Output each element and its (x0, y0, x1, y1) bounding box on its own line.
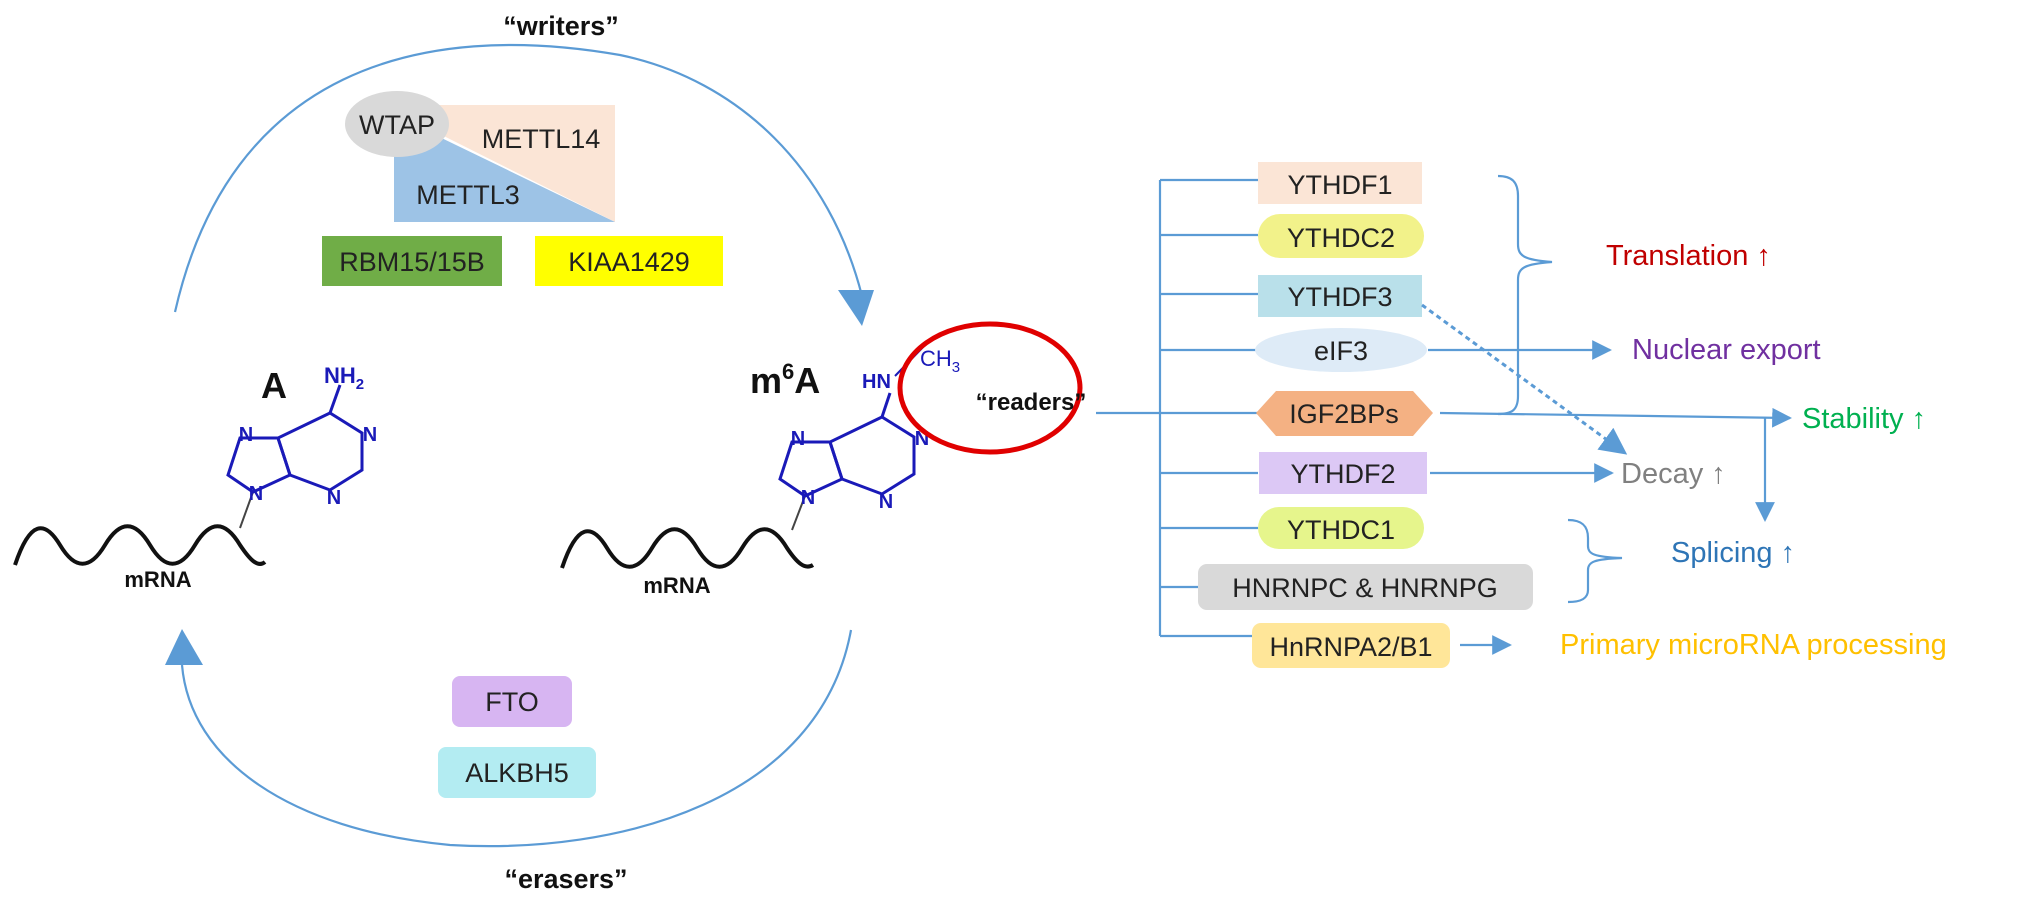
reader-ythdf2 (1259, 452, 1427, 494)
outcome-translation: Translation ↑ (1606, 240, 1771, 272)
n-atom-m2: N (801, 487, 815, 509)
adenosine-molecule: A NH2 N N N N mRNA (13, 363, 377, 592)
translation-bracket (1497, 174, 1553, 416)
rbm15-box (322, 236, 502, 286)
amino-bond-m6a (880, 392, 892, 418)
purine-six-ring-a (276, 411, 364, 492)
mrna-label-m6a: mRNA (643, 573, 710, 598)
reader-ythdc2 (1258, 214, 1424, 258)
alkbh5-box (438, 747, 596, 798)
outcome-primary-microrna: Primary microRNA processing (1560, 629, 1947, 661)
reader-connectors (1096, 178, 1258, 638)
outcomes-group: Translation ↑ Nuclear export Stability ↑… (1560, 240, 1947, 661)
arrow-ythdf3-decay (1421, 303, 1628, 455)
ribose-link-m6a (791, 495, 806, 531)
mettl14-label: METTL14 (482, 124, 601, 154)
arrow-stability (1439, 407, 1792, 428)
mrna-label-a: mRNA (124, 567, 191, 592)
m6a-label: m6A (750, 359, 820, 401)
outcome-nuclear-export: Nuclear export (1632, 334, 1821, 366)
ch3-main: CH (920, 346, 952, 371)
wtap-label: WTAP (359, 110, 435, 140)
amino-bond-a (328, 384, 342, 414)
purine-five-ring-m6a (778, 440, 844, 498)
nh2-sub: 2 (356, 376, 364, 393)
writers-complex: WTAP METTL14 METTL3 RBM15/15B KIAA1429 (322, 91, 723, 286)
reader-ythdc1 (1258, 507, 1424, 549)
nh2-main: NH (324, 363, 356, 388)
erasers-arc (165, 629, 853, 848)
n-atom-a3: N (363, 424, 377, 446)
erasers-arrowhead (165, 629, 203, 665)
kiaa1429-box (535, 236, 723, 286)
writers-arc (173, 43, 874, 326)
fto-box (452, 676, 572, 727)
wtap-shape (345, 91, 449, 157)
alkbh5-label: ALKBH5 (465, 758, 569, 788)
ch3-label: CH3 (920, 346, 960, 376)
splicing-bracket (1567, 518, 1623, 604)
ribose-link-a (239, 491, 254, 529)
n-atom-a4: N (327, 487, 341, 509)
n-atom-a1: N (239, 424, 253, 446)
reader-hnrnpa2b1 (1252, 623, 1450, 668)
erasers-group: FTO ALKBH5 (438, 676, 596, 798)
a-label: A (261, 365, 287, 406)
reader-ythdf1-label: YTHDF1 (1287, 170, 1392, 200)
reader-igf2bps-label: IGF2BPs (1289, 399, 1399, 429)
writers-arrowhead (838, 290, 874, 326)
reader-hnrnpc-hnrnpg-label: HNRNPC & HNRNPG (1232, 573, 1498, 603)
reader-ythdf2-label: YTHDF2 (1290, 459, 1395, 489)
outcome-decay: Decay ↑ (1621, 458, 1726, 490)
outcome-arrows (1421, 303, 1792, 655)
reader-igf2bps (1256, 391, 1433, 436)
brackets (1497, 174, 1623, 604)
n-atom-m4: N (879, 491, 893, 513)
rbm15-label: RBM15/15B (339, 247, 485, 277)
fto-label: FTO (485, 687, 539, 717)
reader-ythdc1-label: YTHDC1 (1287, 515, 1395, 545)
readers-label: “readers” (976, 389, 1087, 416)
writers-label: “writers” (503, 11, 619, 41)
mettl3-shape (394, 115, 615, 222)
readers-circle (897, 321, 1083, 455)
reader-hnrnpc-hnrnpg (1198, 564, 1533, 610)
ch3-sub: 3 (952, 359, 960, 376)
kiaa1429-label: KIAA1429 (568, 247, 690, 277)
n-atom-a2: N (249, 483, 263, 505)
reader-ythdf3-label: YTHDF3 (1287, 282, 1392, 312)
outcome-splicing: Splicing ↑ (1671, 537, 1795, 569)
reader-eif3-label: eIF3 (1314, 336, 1368, 366)
mettl3-label: METTL3 (416, 180, 520, 210)
reader-ythdc2-label: YTHDC2 (1287, 223, 1395, 253)
m6a-suffix: A (794, 360, 820, 401)
reader-ythdf1 (1258, 162, 1422, 204)
n-atom-m1: N (791, 428, 805, 450)
readers-group: YTHDF1 YTHDC2 YTHDF3 eIF3 IGF2BPs YTHDF2… (1198, 162, 1533, 668)
reader-hnrnpa2b1-label: HnRNPA2/B1 (1269, 632, 1432, 662)
purine-six-ring-m6a (828, 415, 916, 496)
reader-ythdf3 (1258, 275, 1422, 317)
erasers-label: “erasers” (504, 864, 627, 894)
m6a-prefix: m (750, 360, 782, 401)
purine-five-ring-a (226, 436, 292, 494)
m6a-superscript: 6 (782, 359, 794, 384)
nh2-label: NH2 (324, 363, 364, 393)
reader-eif3 (1255, 328, 1427, 372)
m6a-molecule: m6A HN CH3 N N N N mRNA (560, 341, 960, 598)
outcome-stability: Stability ↑ (1802, 403, 1926, 435)
mrna-strand-m6a (560, 527, 815, 569)
hn-label: HN (862, 371, 891, 393)
mrna-strand-a (13, 524, 267, 566)
